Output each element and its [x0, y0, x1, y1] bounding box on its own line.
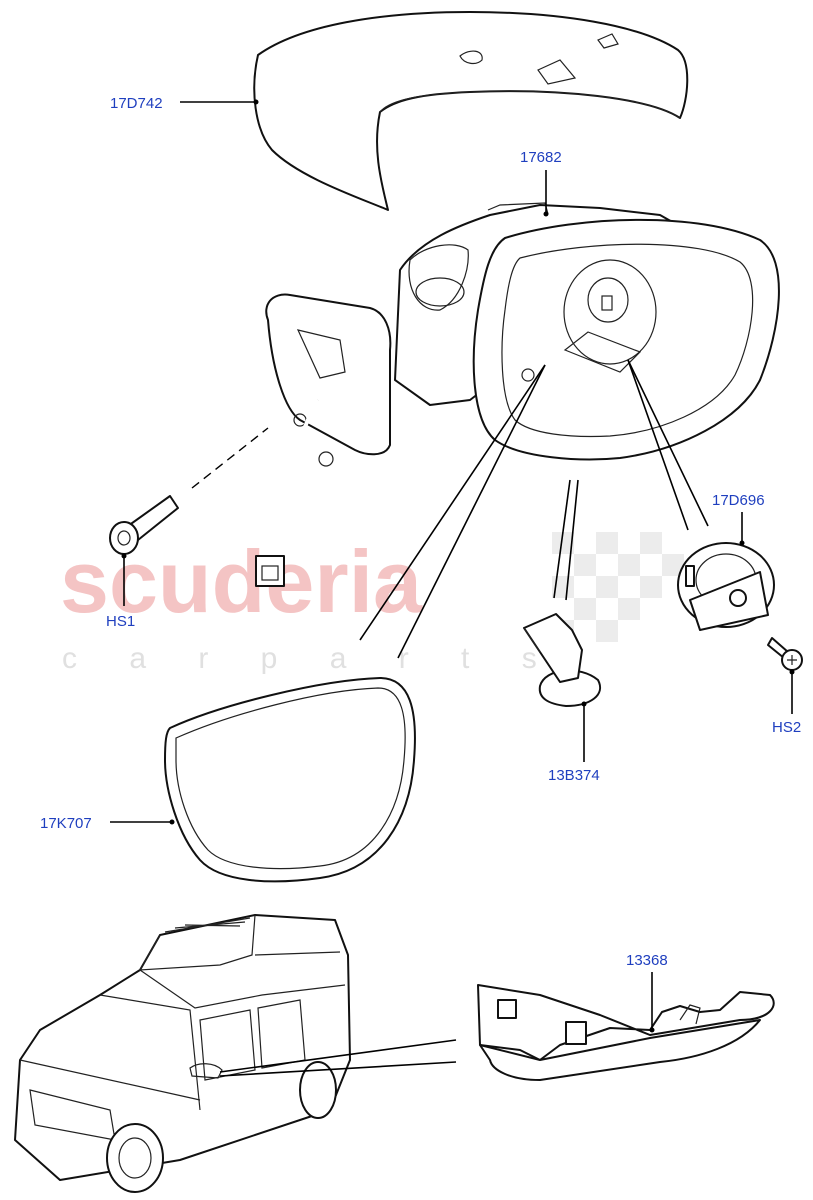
mounting-bracket — [255, 293, 392, 587]
clip-part — [523, 613, 601, 707]
side-repeater-part — [477, 984, 775, 1081]
mirror-glass-part — [164, 677, 416, 883]
screw-hs2-part — [767, 637, 803, 671]
label-13368: 13368 — [626, 952, 668, 969]
mirror-cover-part — [253, 11, 689, 211]
screw-hs1-part — [109, 427, 269, 555]
label-HS1: HS1 — [106, 613, 135, 630]
label-17D742: 17D742 — [110, 95, 163, 112]
mirror-housing-part — [394, 202, 780, 461]
leader-lines — [110, 99, 795, 1077]
label-HS2: HS2 — [772, 719, 801, 736]
watermark-tagline: c a r p a r t s — [62, 642, 559, 675]
label-13B374: 13B374 — [548, 767, 600, 784]
label-17682: 17682 — [520, 149, 562, 166]
assembly-dash-line — [191, 427, 269, 489]
watermark: scuderia c a r p a r t s — [60, 532, 684, 675]
label-17D696: 17D696 — [712, 492, 765, 509]
vehicle-illustration — [14, 914, 351, 1193]
part-labels: 17D742 17682 17D696 HS1 HS2 13B374 17K70… — [40, 95, 801, 969]
label-17K707: 17K707 — [40, 815, 92, 832]
glass-actuator-part — [677, 542, 775, 631]
